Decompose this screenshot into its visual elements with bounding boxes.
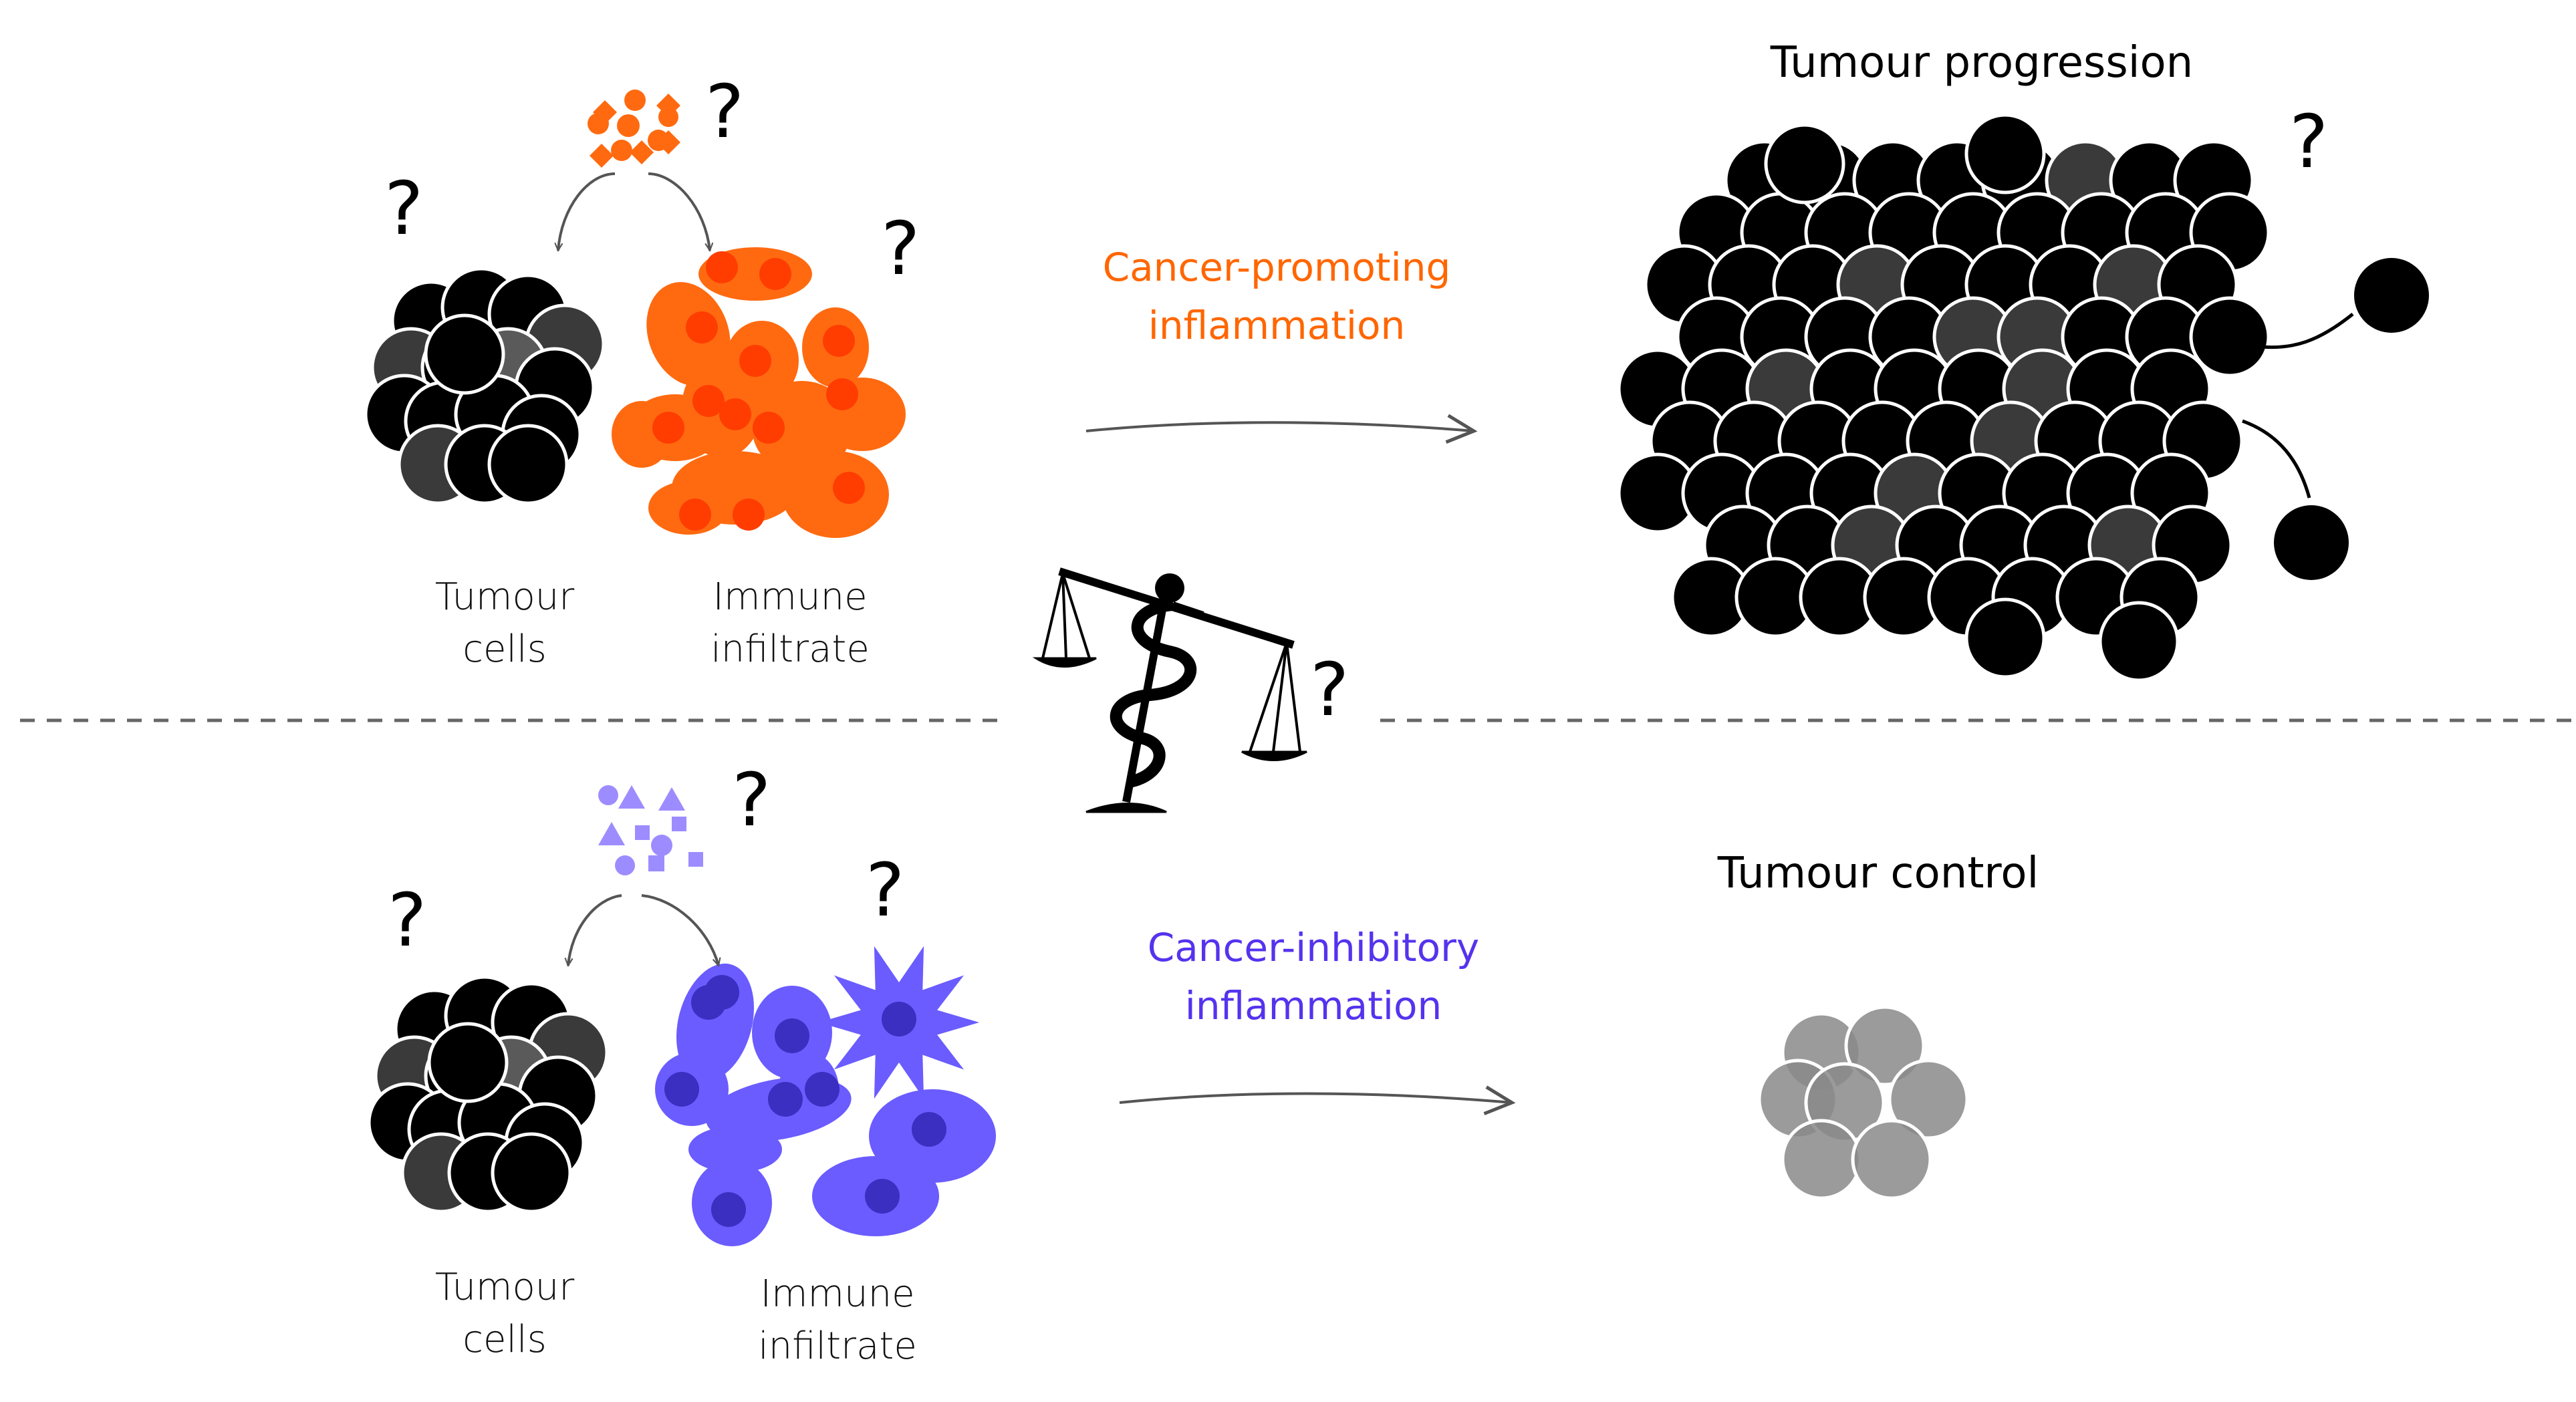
top-arrow-to-tumour [558, 172, 616, 251]
tumour-cell [487, 424, 569, 505]
regressing-tumour-cell [1781, 1119, 1862, 1200]
bottom-immune-label-2: infiltrate [758, 1324, 917, 1368]
top-outcome-title: Tumour progression [1770, 38, 2193, 88]
purple-cytokine-cluster-icon [598, 785, 703, 875]
metastasis-trail-2 [2242, 419, 2311, 499]
top-immune-infiltrate-orange [612, 247, 906, 538]
tumour-cell [2098, 601, 2180, 682]
regressing-tumour-cell [1888, 1059, 1969, 1140]
purple-cell-nucleus [912, 1112, 946, 1147]
top-immune-label-1: Immune [713, 575, 867, 619]
bottom-tumour-cell-cluster [367, 975, 609, 1214]
bottom-tumour-label-2: cells [463, 1318, 547, 1361]
orange-cell-nucleus [686, 311, 718, 343]
purple-cell-nucleus [775, 1018, 809, 1053]
top-question-progression: ? [2289, 99, 2328, 184]
top-process-label-2: inflammation [1148, 303, 1406, 348]
orange-cell-nucleus [833, 472, 865, 504]
tumour-cell [1964, 597, 2046, 679]
purple-cell-nucleus [664, 1072, 699, 1107]
tumour-cell [427, 1022, 509, 1103]
bottom-arrow-to-tumour [568, 894, 622, 966]
orange-cell-nucleus [692, 385, 725, 417]
bottom-process-label-2: inflammation [1185, 983, 1442, 1028]
regressing-tumour-cell [1844, 1005, 1926, 1087]
orange-cytokine-cluster-icon [588, 90, 680, 168]
orange-cell-nucleus [739, 345, 771, 377]
metastatic-cell-2 [2274, 505, 2349, 580]
top-arrow-to-immune [648, 172, 710, 251]
purple-cell-nucleus [805, 1072, 840, 1107]
purple-cell-nucleus [768, 1082, 803, 1117]
bottom-main-arrow [1119, 1094, 1512, 1103]
orange-cell-nucleus [719, 398, 751, 430]
tumour-cell [2189, 296, 2271, 378]
tumour-cell [491, 1132, 572, 1214]
tumour-cell [1764, 123, 1845, 204]
top-process-label-1: Cancer-promoting [1103, 245, 1451, 290]
purple-cell-nucleus [704, 975, 739, 1010]
orange-cell-nucleus [753, 412, 785, 444]
orange-cell-nucleus [759, 258, 791, 290]
top-main-arrow [1085, 422, 1474, 431]
orange-cell-nucleus [733, 499, 765, 531]
bottom-question-immune: ? [866, 847, 904, 933]
scales-with-serpent-staff-icon [1032, 567, 1307, 813]
metastasis-trail-1 [2255, 313, 2354, 349]
top-question-immune: ? [881, 206, 920, 291]
bottom-outcome-title: Tumour control [1717, 849, 2039, 898]
purple-immune-cell [688, 1126, 782, 1173]
bottom-question-tumour: ? [388, 877, 426, 963]
tumour-cell [424, 313, 505, 395]
bottom-process-label-1: Cancer-inhibitory [1148, 925, 1480, 970]
balance-question: ? [1310, 647, 1349, 732]
bottom-arrow-to-immune [641, 894, 719, 966]
bottom-immune-infiltrate-purple [655, 946, 996, 1246]
top-tumour-cell-cluster [364, 267, 606, 505]
orange-cell-nucleus [823, 325, 855, 357]
purple-cell-nucleus [711, 1192, 746, 1227]
tumour-cell [1964, 113, 2046, 194]
orange-cell-nucleus [706, 251, 738, 283]
orange-cell-nucleus [826, 378, 858, 410]
top-tumour-label-2: cells [463, 627, 547, 671]
bottom-immune-label-1: Immune [760, 1272, 914, 1316]
large-tumour-mass [1617, 113, 2271, 682]
regressing-tumour-cell [1851, 1119, 1932, 1200]
orange-cell-nucleus [652, 412, 684, 444]
top-question-cytokines: ? [705, 69, 744, 154]
top-question-tumour: ? [384, 166, 423, 251]
metastatic-cell-1 [2354, 258, 2429, 333]
orange-cell-nucleus [679, 499, 711, 531]
purple-cell-nucleus [865, 1179, 900, 1214]
bottom-question-cytokines: ? [732, 757, 771, 843]
bottom-tumour-label-1: Tumour [435, 1266, 575, 1309]
top-immune-label-2: infiltrate [711, 627, 870, 671]
top-tumour-label-1: Tumour [435, 575, 575, 619]
purple-cell-nucleus [882, 1002, 916, 1036]
controlled-tumour-cluster [1757, 1005, 1969, 1200]
